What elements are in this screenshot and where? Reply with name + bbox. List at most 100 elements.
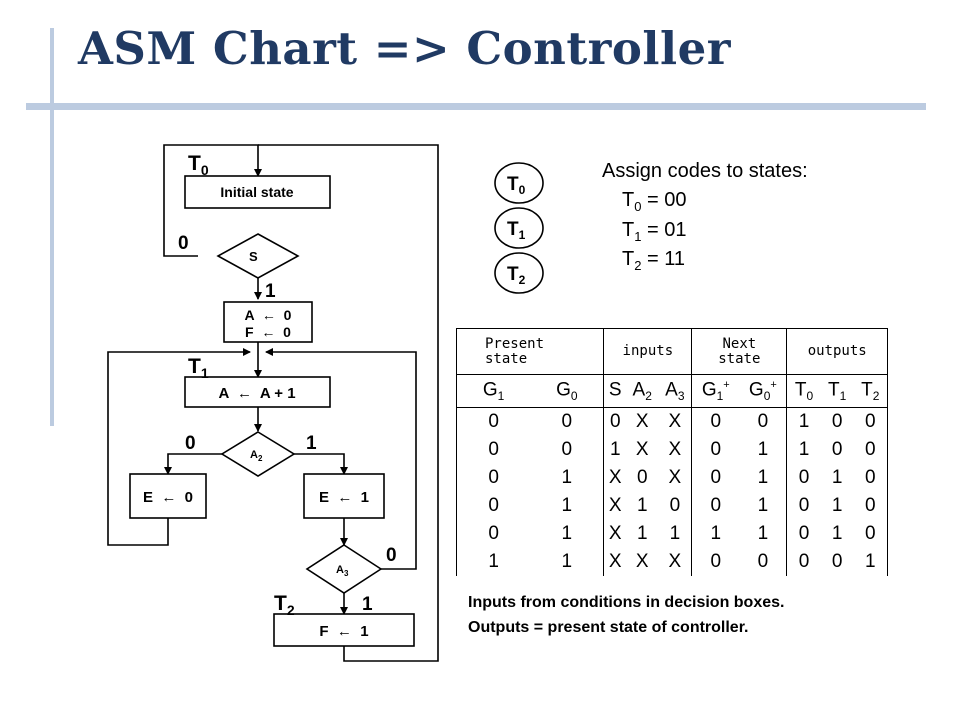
table-cell: 1 xyxy=(831,495,843,516)
table-cell: X xyxy=(603,492,627,520)
state-label-t2: T2 xyxy=(274,592,295,618)
column-header: T2 xyxy=(853,374,888,408)
code-line-t2: T2 = 11 xyxy=(622,248,686,273)
decision-a2-text: A2 xyxy=(250,449,263,463)
table-cell: 0 xyxy=(636,467,648,488)
assign-heading: Assign codes to states: xyxy=(602,160,808,182)
table-cell: 0 xyxy=(456,492,531,520)
state-label-t1: T1 xyxy=(188,355,209,381)
table-cell: 1 xyxy=(757,467,769,488)
code-line-t0: T0 = 00 xyxy=(622,189,687,214)
inc-a-text: A ← A + 1 xyxy=(218,385,295,402)
table-cell: 0 xyxy=(691,548,740,576)
column-header: T0 xyxy=(786,374,821,408)
table-cell: 0 xyxy=(603,407,627,436)
code-line-t1: T1 = 01 xyxy=(622,219,687,244)
table-cell: 0 xyxy=(831,439,843,460)
table-cell: 1 xyxy=(561,467,573,488)
table-cell: 1 xyxy=(757,523,769,544)
table-cell: 1 xyxy=(786,436,821,464)
branch-a3-false: 0 xyxy=(386,545,397,566)
column-header: G1 xyxy=(456,374,531,408)
table-cell: X xyxy=(668,439,682,460)
table-cell: 0 xyxy=(456,436,531,464)
conditional-box-e1 xyxy=(303,473,385,519)
column-header: G0+ xyxy=(739,374,787,408)
table-cell: 0 xyxy=(853,492,888,520)
state-bubble-t1 xyxy=(494,207,544,249)
table-cell: 0 xyxy=(669,495,681,516)
table-cell: 1 xyxy=(561,551,573,572)
flow-line-a3-false xyxy=(265,348,417,570)
initial-state-text: Initial state xyxy=(220,184,293,200)
decision-a2 xyxy=(220,431,296,477)
table-cell: 1 xyxy=(691,520,740,548)
decision-a3 xyxy=(305,544,383,594)
column-header: S xyxy=(603,374,627,408)
decision-s xyxy=(216,233,300,279)
table-cell: X xyxy=(668,467,682,488)
table-cell: 0 xyxy=(691,492,740,520)
state-bubble-t2 xyxy=(494,252,544,294)
bubble-label-t2: T2 xyxy=(507,264,526,287)
flow-line-s-false xyxy=(163,144,262,257)
conditional-box-e0 xyxy=(129,473,207,519)
e0-text: E ← 0 xyxy=(143,489,193,506)
table-cell: 1 xyxy=(757,495,769,516)
table-cell: 1 xyxy=(636,523,648,544)
flow-line-a2-true xyxy=(294,453,348,475)
column-header: A3 xyxy=(658,374,692,408)
table-cell: 0 xyxy=(853,520,888,548)
table-cell: 1 xyxy=(561,523,573,544)
table-cell: 1 xyxy=(831,523,843,544)
table-cell: 0 xyxy=(853,436,888,464)
table-cell: 1 xyxy=(831,467,843,488)
state-box-initial xyxy=(184,175,331,209)
e1-text: E ← 1 xyxy=(319,489,369,506)
table-cell: 0 xyxy=(831,411,843,432)
slide-title: ASM Chart => Controller xyxy=(78,22,731,75)
table-cell: 1 xyxy=(669,523,681,544)
conditional-box-init xyxy=(223,301,313,343)
table-cell: 0 xyxy=(456,520,531,548)
group-header-row: Present state inputs Next state outputs xyxy=(455,328,888,375)
table-cell: X xyxy=(668,551,682,572)
table-cell: 0 xyxy=(456,407,531,436)
table-cell: 1 xyxy=(456,548,531,576)
flow-line-e0-loop xyxy=(107,348,251,546)
table-cell: X xyxy=(603,548,627,576)
header-outputs: outputs xyxy=(786,328,888,375)
state-box-increment-a xyxy=(184,376,331,408)
table-cell: 0 xyxy=(561,439,573,460)
header-next-state: Next state xyxy=(691,328,788,375)
bubble-label-t0: T0 xyxy=(507,174,526,197)
table-cell: 0 xyxy=(853,407,888,436)
table-cell: 0 xyxy=(757,551,769,572)
table-cell: 1 xyxy=(561,495,573,516)
table-cell: 0 xyxy=(757,411,769,432)
decision-s-text: S xyxy=(249,249,258,264)
f1-text: F ← 1 xyxy=(319,623,368,640)
table-cell: 0 xyxy=(786,464,821,492)
header-present-state: Present state xyxy=(455,328,605,375)
column-header: T1 xyxy=(820,374,854,408)
branch-a2-false: 0 xyxy=(185,433,196,454)
branch-s-true: 1 xyxy=(265,281,276,302)
flow-line-a2-false xyxy=(164,453,222,475)
table-cell: X xyxy=(635,411,649,432)
table-cell: 1 xyxy=(636,495,648,516)
table-cell: X xyxy=(603,520,627,548)
table-cell: 0 xyxy=(831,551,843,572)
table-cell: X xyxy=(635,551,649,572)
column-header: G1+ xyxy=(691,374,740,408)
table-cell: 0 xyxy=(456,464,531,492)
table-cell: X xyxy=(603,464,627,492)
header-inputs: inputs xyxy=(603,328,693,375)
